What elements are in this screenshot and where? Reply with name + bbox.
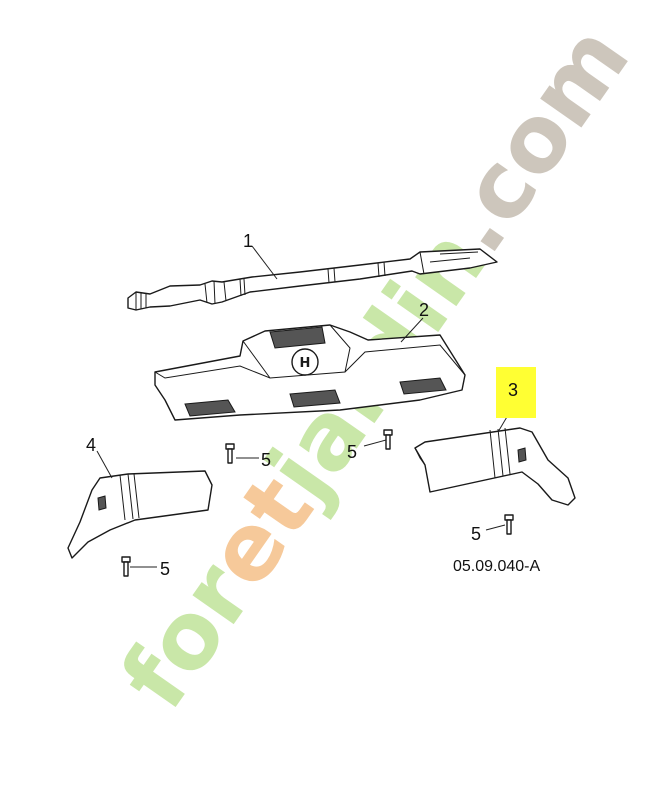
watermark-part4: .com — [420, 6, 650, 271]
left-fender-part — [67, 470, 213, 559]
screw-part-d — [121, 556, 131, 577]
handle-bar-part — [127, 248, 498, 311]
cover-part: H — [154, 324, 466, 421]
callout-1: 1 — [243, 231, 253, 251]
callout-3: 3 — [508, 380, 518, 400]
callout-5-b: 5 — [347, 442, 357, 462]
screw-part-a — [225, 443, 235, 464]
callout-2: 2 — [419, 300, 429, 320]
callout-highlight — [496, 367, 536, 418]
screw-part-c — [504, 514, 514, 535]
callout-4: 4 — [86, 435, 96, 455]
screw-part-b — [383, 429, 393, 450]
right-fender-part — [414, 427, 576, 506]
diagram-code: 05.09.040-A — [453, 558, 541, 575]
callout-5-c: 5 — [471, 524, 481, 544]
callout-5-d: 5 — [160, 559, 170, 579]
svg-text:H: H — [300, 356, 311, 371]
callout-5-a: 5 — [261, 450, 271, 470]
